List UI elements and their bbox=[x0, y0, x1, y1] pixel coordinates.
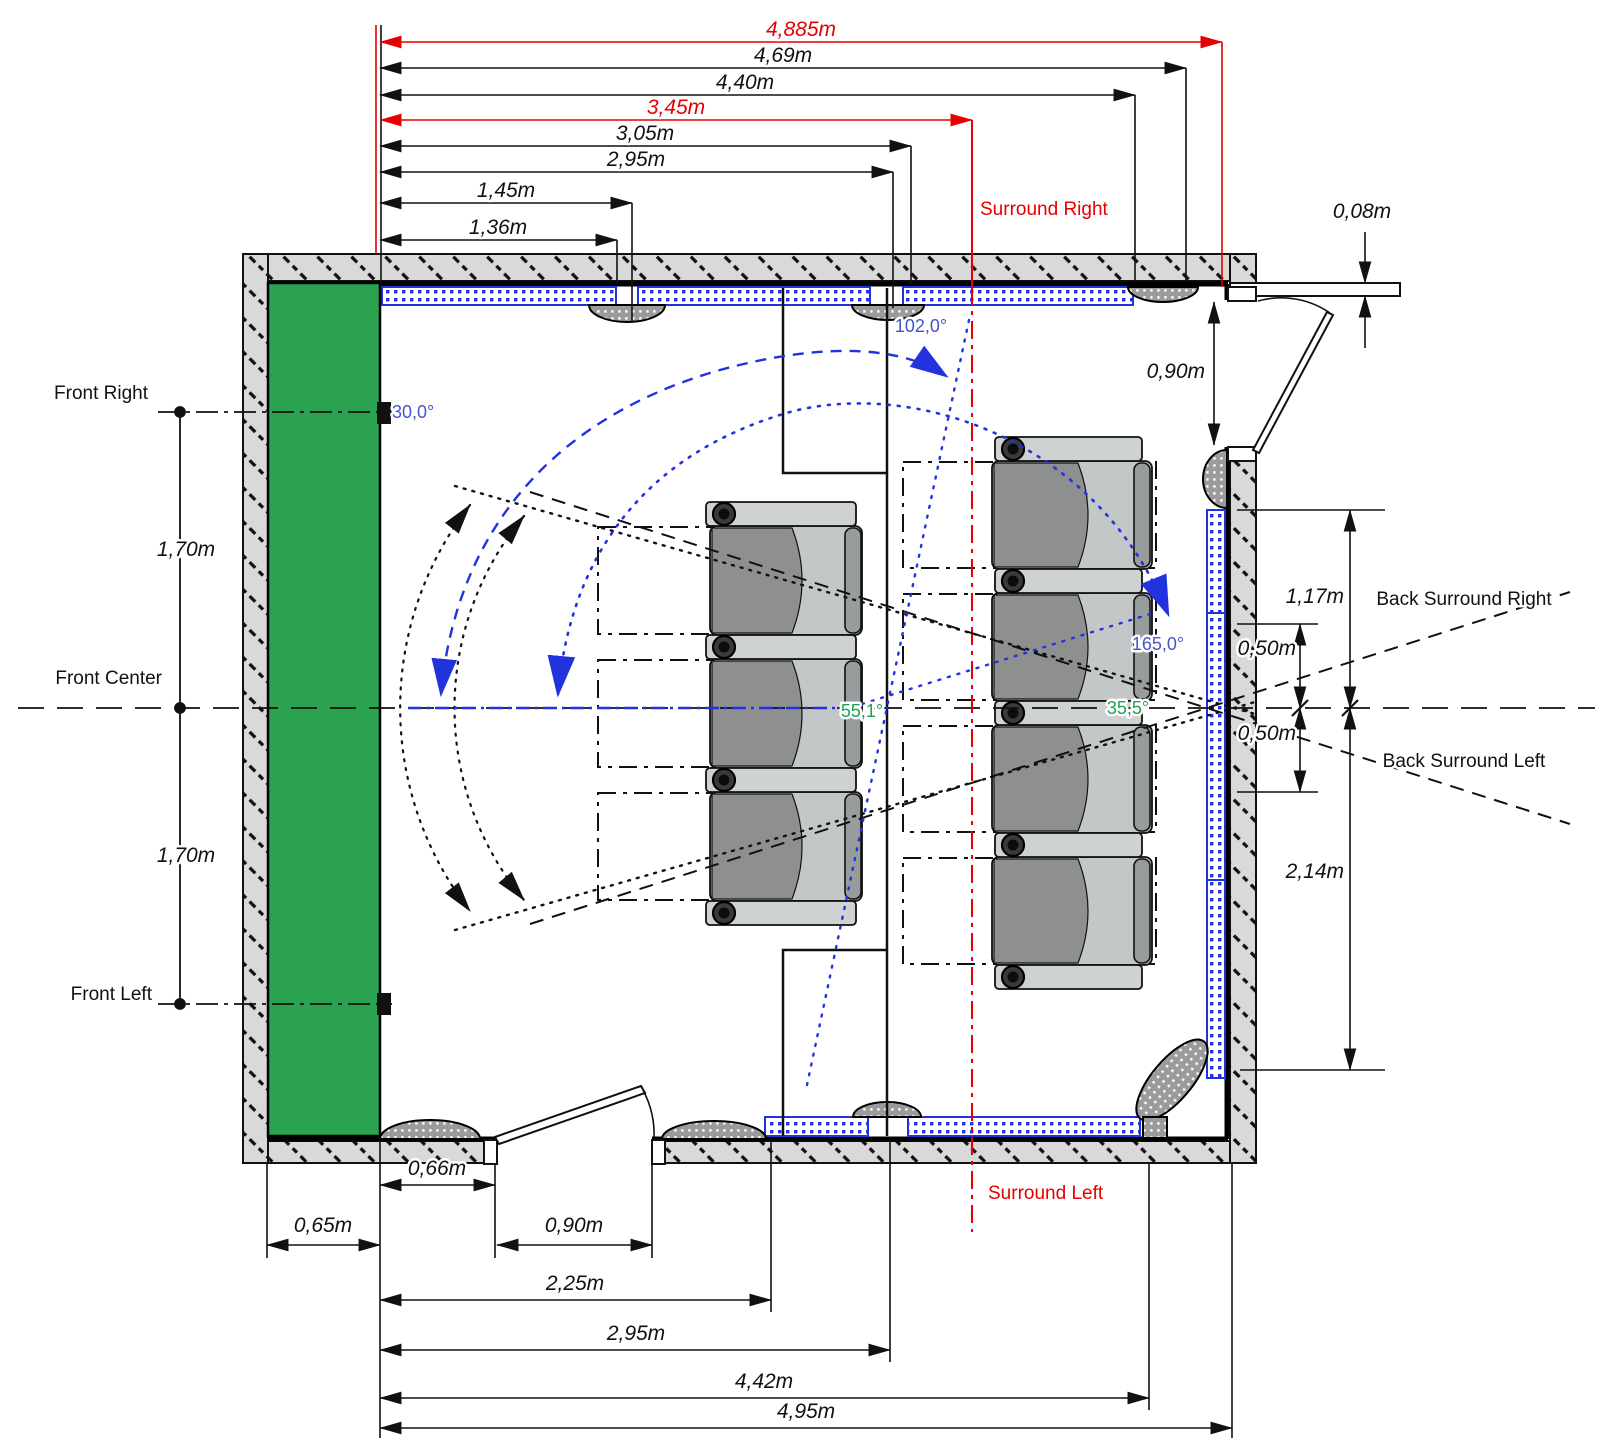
label-front-right: Front Right bbox=[54, 383, 149, 404]
absorber-corner-block bbox=[1142, 1116, 1168, 1139]
wall-right-below-door bbox=[1229, 446, 1257, 1164]
dimensions-left bbox=[174, 406, 186, 1010]
dim-bottom-090: 0,90m bbox=[545, 1214, 603, 1237]
label-back-surround-left: Back Surround Left bbox=[1383, 751, 1546, 772]
door-top-swing-arc bbox=[1257, 297, 1331, 314]
panel-top-2 bbox=[637, 286, 871, 306]
door-top-jamb-lower bbox=[1227, 446, 1257, 462]
label-front-left: Front Left bbox=[71, 984, 153, 1005]
dim-top-345: 3,45m bbox=[647, 96, 705, 119]
dim-right-117: 1,17m bbox=[1286, 585, 1344, 608]
panel-bottom-1 bbox=[764, 1116, 869, 1137]
panel-bottom-2 bbox=[907, 1116, 1141, 1137]
dim-right-050-top: 0,50m bbox=[1238, 637, 1296, 660]
dim-left-170-lower: 1,70m bbox=[157, 844, 215, 867]
blue-line-surround-axis bbox=[805, 318, 971, 1087]
dim-bottom-065: 0,65m bbox=[294, 1214, 352, 1237]
dim-dot-front-right bbox=[174, 406, 186, 418]
screen-mount-top bbox=[377, 402, 391, 424]
projection-screen bbox=[266, 281, 391, 1138]
screen-green bbox=[266, 281, 382, 1138]
panel-top-1 bbox=[381, 286, 617, 306]
dimensions-right bbox=[1237, 509, 1385, 1071]
blue-arc-surround-102 bbox=[431, 345, 949, 698]
dim-top-305: 3,05m bbox=[616, 122, 674, 145]
dim-top-295: 2,95m bbox=[606, 148, 665, 171]
centerline-cross-ticks bbox=[1291, 699, 1359, 717]
dim-bottom-442: 4,42m bbox=[735, 1370, 793, 1393]
door-top-jamb-upper bbox=[1227, 286, 1257, 302]
seat-front-3 bbox=[709, 791, 863, 902]
label-surround-left: Surround Left bbox=[988, 1183, 1104, 1204]
door-bottom-jamb-right bbox=[651, 1139, 666, 1165]
dim-right-214: 2,14m bbox=[1285, 860, 1344, 883]
screen-mount-bottom bbox=[377, 993, 391, 1015]
door-top-leaf bbox=[1251, 310, 1335, 455]
door-bottom-leaf bbox=[493, 1084, 647, 1146]
dim-door-090: 0,90m bbox=[1147, 360, 1205, 383]
speaker-angle-arcs bbox=[408, 318, 1170, 1087]
seat-front-2 bbox=[709, 658, 863, 769]
angle-back-165: 165,0° bbox=[1132, 634, 1184, 654]
blue-arc-back-165 bbox=[547, 402, 1170, 698]
wall-bottom-right-of-door bbox=[651, 1140, 1257, 1164]
dim-right-050-bottom: 0,50m bbox=[1238, 722, 1296, 745]
door-bottom-jamb-left bbox=[483, 1139, 498, 1165]
angle-surround-102: 102,0° bbox=[895, 316, 947, 336]
sight-dashed-upper bbox=[529, 491, 1571, 825]
blue-line-back-surround bbox=[860, 612, 1152, 706]
dim-left-170-upper: 1,70m bbox=[157, 538, 215, 561]
absorber-right-door-jamb bbox=[1202, 448, 1228, 510]
dim-top-145: 1,45m bbox=[477, 179, 535, 202]
absorber-bottom-right-corner bbox=[1135, 1038, 1209, 1122]
seat-back-3 bbox=[991, 724, 1153, 834]
seat-back-4 bbox=[991, 856, 1153, 966]
dim-dot-front-left bbox=[174, 998, 186, 1010]
seat-back-1 bbox=[991, 460, 1153, 570]
sight-dashed-lower bbox=[529, 591, 1571, 925]
absorber-bottom-2 bbox=[660, 1120, 768, 1140]
angle-view-551: 55,1° bbox=[841, 701, 883, 721]
label-back-surround-right: Back Surround Right bbox=[1376, 589, 1552, 610]
dim-bottom-295: 2,95m bbox=[606, 1322, 665, 1345]
dim-wall-008: 0,08m bbox=[1333, 200, 1391, 223]
angle-view-355: 35,5° bbox=[1107, 698, 1149, 718]
angle-front-30: 30,0° bbox=[392, 402, 434, 422]
dim-top-136: 1,36m bbox=[469, 216, 527, 239]
wall-top bbox=[242, 253, 1257, 282]
column-bottom bbox=[781, 948, 889, 1136]
bass-traps bbox=[378, 286, 1228, 1140]
dim-bottom-225: 2,25m bbox=[545, 1272, 604, 1295]
dimensions-bottom bbox=[266, 1140, 1233, 1438]
dim-top-4885: 4,885m bbox=[766, 18, 836, 41]
absorber-bottom-1 bbox=[378, 1119, 482, 1140]
dim-dot-front-center bbox=[174, 702, 186, 714]
seat-row-front bbox=[705, 501, 863, 926]
panel-right-wall bbox=[1206, 509, 1226, 1079]
label-surround-right: Surround Right bbox=[980, 199, 1109, 220]
acoustic-panels bbox=[381, 286, 1226, 1137]
door-top-right bbox=[1227, 282, 1401, 462]
dim-top-469: 4,69m bbox=[754, 44, 812, 67]
dim-top-440: 4,40m bbox=[716, 71, 774, 94]
dim-bottom-495: 4,95m bbox=[777, 1400, 835, 1423]
door-bottom-left bbox=[483, 1084, 666, 1165]
label-front-center: Front Center bbox=[55, 668, 162, 689]
panel-top-3 bbox=[902, 286, 1134, 306]
absorber-top-speaker-1 bbox=[587, 304, 667, 323]
door-bottom-swing-arc bbox=[642, 1089, 655, 1140]
dim-bottom-066: 0,66m bbox=[408, 1157, 466, 1180]
absorber-top-right-corner bbox=[1126, 286, 1200, 303]
sight-dotted-lower bbox=[453, 700, 1257, 932]
dimensions-top bbox=[375, 25, 1223, 322]
